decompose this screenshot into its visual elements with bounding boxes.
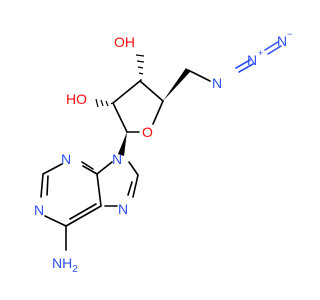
adenosine-azide-structure: OH HO O N N + N − N N N N NH2 [34, 29, 292, 275]
atom-ho-left: HO [66, 91, 87, 107]
atom-purine-n9: N [112, 151, 122, 167]
atom-purine-n7: N [118, 201, 128, 217]
bond-c4-n3-inner [81, 161, 94, 170]
bond-c4-n3 [82, 165, 98, 175]
bond-c6-c5-inner [69, 203, 97, 220]
atom-purine-n3: N [61, 151, 71, 167]
hash-c3-oh [135, 54, 145, 81]
hash-c2-oh [95, 98, 113, 108]
bond-c3-c4 [139, 80, 164, 102]
bond-c6-c5 [65, 205, 102, 227]
bond-c2-n1-inner [46, 175, 49, 196]
bond-azide-2b [267, 45, 282, 55]
bond-c1-c2 [112, 102, 128, 133]
atom-amine: NH2 [52, 255, 78, 275]
bond-c5-c4 [96, 173, 102, 207]
atom-azide-n3: N [277, 33, 287, 49]
atom-oh-top: OH [114, 34, 135, 50]
bond-c2-n1 [40, 173, 44, 198]
bond-c2-c3 [112, 80, 141, 104]
wedge-c1-n9 [118, 132, 127, 156]
bond-n1-c6 [44, 215, 67, 227]
amine-subscript: 2 [72, 264, 78, 275]
bond-azide-2a [264, 41, 279, 51]
bond-n9-c8 [128, 161, 139, 176]
bond-c8-n7-inner [127, 181, 133, 196]
bond-c5-n [187, 69, 211, 82]
atom-azide-n2: N [247, 52, 257, 68]
atom-azide-n1: N [212, 75, 222, 91]
amine-text: NH [52, 255, 72, 271]
bond-c4-o [152, 100, 164, 125]
bond-n3-c2 [42, 163, 63, 175]
bond-c4-n9 [96, 161, 113, 175]
atom-purine-n1: N [34, 202, 44, 218]
bond-c8-n7 [132, 174, 139, 198]
wedge-c4-c5 [163, 68, 190, 101]
atom-ring-oxygen: O [142, 124, 153, 140]
bond-azide-1b [238, 63, 254, 73]
atom-azide-n2-charge: + [258, 48, 263, 58]
atom-azide-n3-charge: − [287, 29, 292, 39]
bond-azide-1a [235, 59, 251, 69]
